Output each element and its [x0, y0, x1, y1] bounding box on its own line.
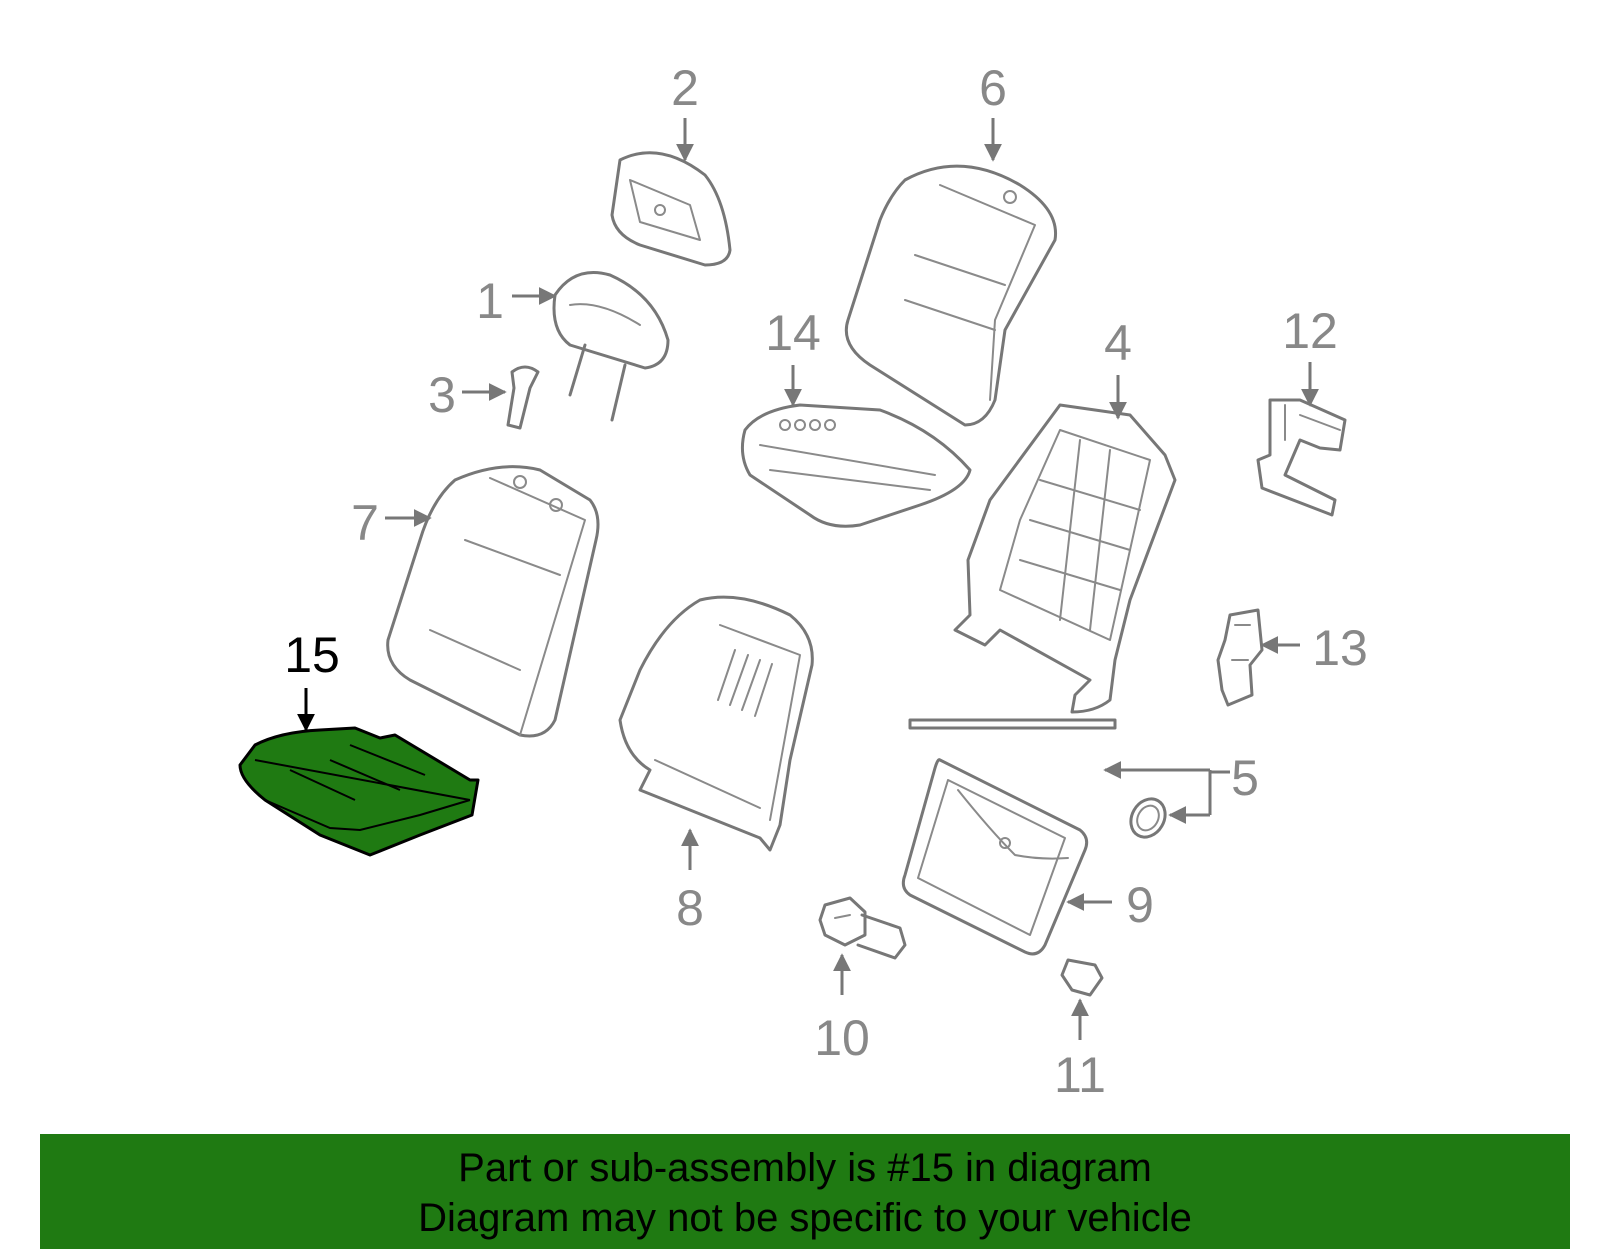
part-14-cushion-pad[interactable]: [740, 403, 972, 528]
banner-line-1: Part or sub-assembly is #15 in diagram: [458, 1146, 1152, 1190]
part-2-headrest-cover[interactable]: [610, 151, 732, 267]
part-12-bracket[interactable]: [1256, 398, 1347, 517]
part-6-seat-back-cover[interactable]: [844, 164, 1058, 427]
part-7-seat-back-trim[interactable]: [386, 465, 600, 738]
callout-5: 5: [1231, 750, 1259, 806]
callout-4: 4: [1104, 315, 1132, 371]
callout-9: 9: [1126, 877, 1154, 933]
part-5-grommet[interactable]: [1124, 793, 1172, 844]
callout-12: 12: [1282, 303, 1338, 359]
part-13-latch[interactable]: [1216, 608, 1264, 707]
part-rod[interactable]: [908, 718, 1117, 730]
callout-15: 15: [284, 627, 340, 683]
callout-2: 2: [671, 60, 699, 116]
callout-13: 13: [1312, 620, 1368, 676]
banner-line-2: Diagram may not be specific to your vehi…: [418, 1196, 1192, 1240]
part-8-seat-back-panel[interactable]: [618, 595, 814, 852]
callout-14: 14: [765, 305, 821, 361]
callout-1: 1: [476, 273, 504, 329]
arrow-5: [1103, 761, 1230, 824]
callout-11: 11: [1054, 1047, 1106, 1103]
callout-3: 3: [428, 367, 456, 423]
part-9-back-board[interactable]: [901, 758, 1089, 956]
part-1-headrest[interactable]: [552, 271, 670, 422]
part-11-clip[interactable]: [1060, 958, 1104, 997]
callout-10: 10: [814, 1010, 870, 1066]
part-10-recliner-switch[interactable]: [818, 896, 907, 960]
callout-7: 7: [351, 495, 379, 551]
info-banner: Part or sub-assembly is #15 in diagram D…: [40, 1134, 1570, 1249]
part-3-headrest-guide[interactable]: [506, 365, 540, 430]
part-4-seat-back-frame[interactable]: [953, 403, 1177, 714]
part-15-seat-cushion-cover[interactable]: [238, 726, 480, 857]
callout-8: 8: [676, 880, 704, 936]
callout-6: 6: [979, 60, 1007, 116]
